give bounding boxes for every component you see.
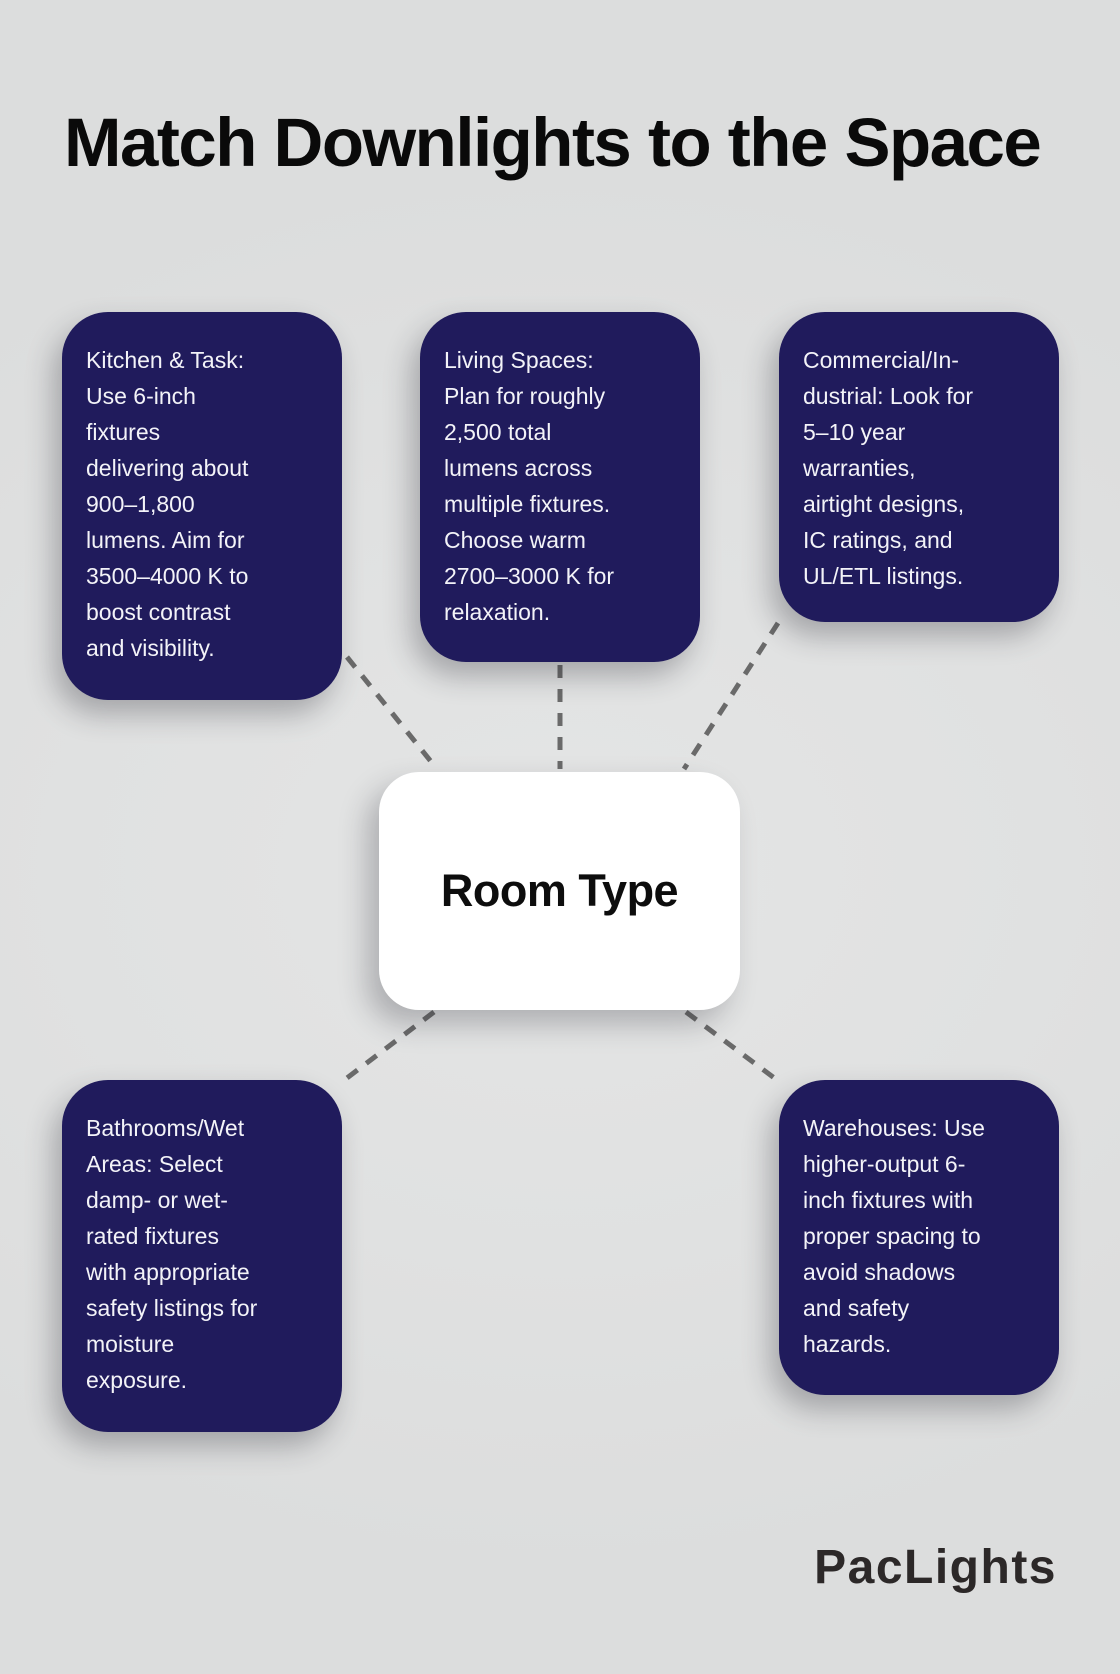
- card-commercial-industrial: Commercial/In- dustrial: Look for 5–10 y…: [779, 312, 1059, 622]
- card-commercial-industrial-text: Commercial/In- dustrial: Look for 5–10 y…: [803, 347, 974, 589]
- card-kitchen-task: Kitchen & Task: Use 6-inch fixtures deli…: [62, 312, 342, 700]
- connector-commercial-industrial: [681, 621, 781, 771]
- card-bathrooms-wet-areas: Bathrooms/Wet Areas: Select damp- or wet…: [62, 1080, 342, 1432]
- card-kitchen-task-text: Kitchen & Task: Use 6-inch fixtures deli…: [86, 347, 249, 661]
- connector-warehouses: [684, 1009, 783, 1086]
- page-title: Match Downlights to the Space: [64, 104, 1042, 181]
- center-node-room-type: Room Type: [379, 772, 740, 1010]
- connector-kitchen-task: [345, 655, 439, 771]
- center-node-label: Room Type: [440, 865, 679, 916]
- connector-bathrooms-wet-areas: [341, 1010, 436, 1083]
- card-living-spaces-text: Living Spaces: Plan for roughly 2,500 to…: [444, 347, 615, 625]
- card-warehouses-text: Warehouses: Use higher-output 6- inch fi…: [803, 1115, 985, 1357]
- card-living-spaces: Living Spaces: Plan for roughly 2,500 to…: [420, 312, 700, 662]
- card-bathrooms-wet-areas-text: Bathrooms/Wet Areas: Select damp- or wet…: [86, 1115, 258, 1393]
- card-warehouses: Warehouses: Use higher-output 6- inch fi…: [779, 1080, 1059, 1395]
- paclights-logo: PacLights: [814, 1541, 1057, 1594]
